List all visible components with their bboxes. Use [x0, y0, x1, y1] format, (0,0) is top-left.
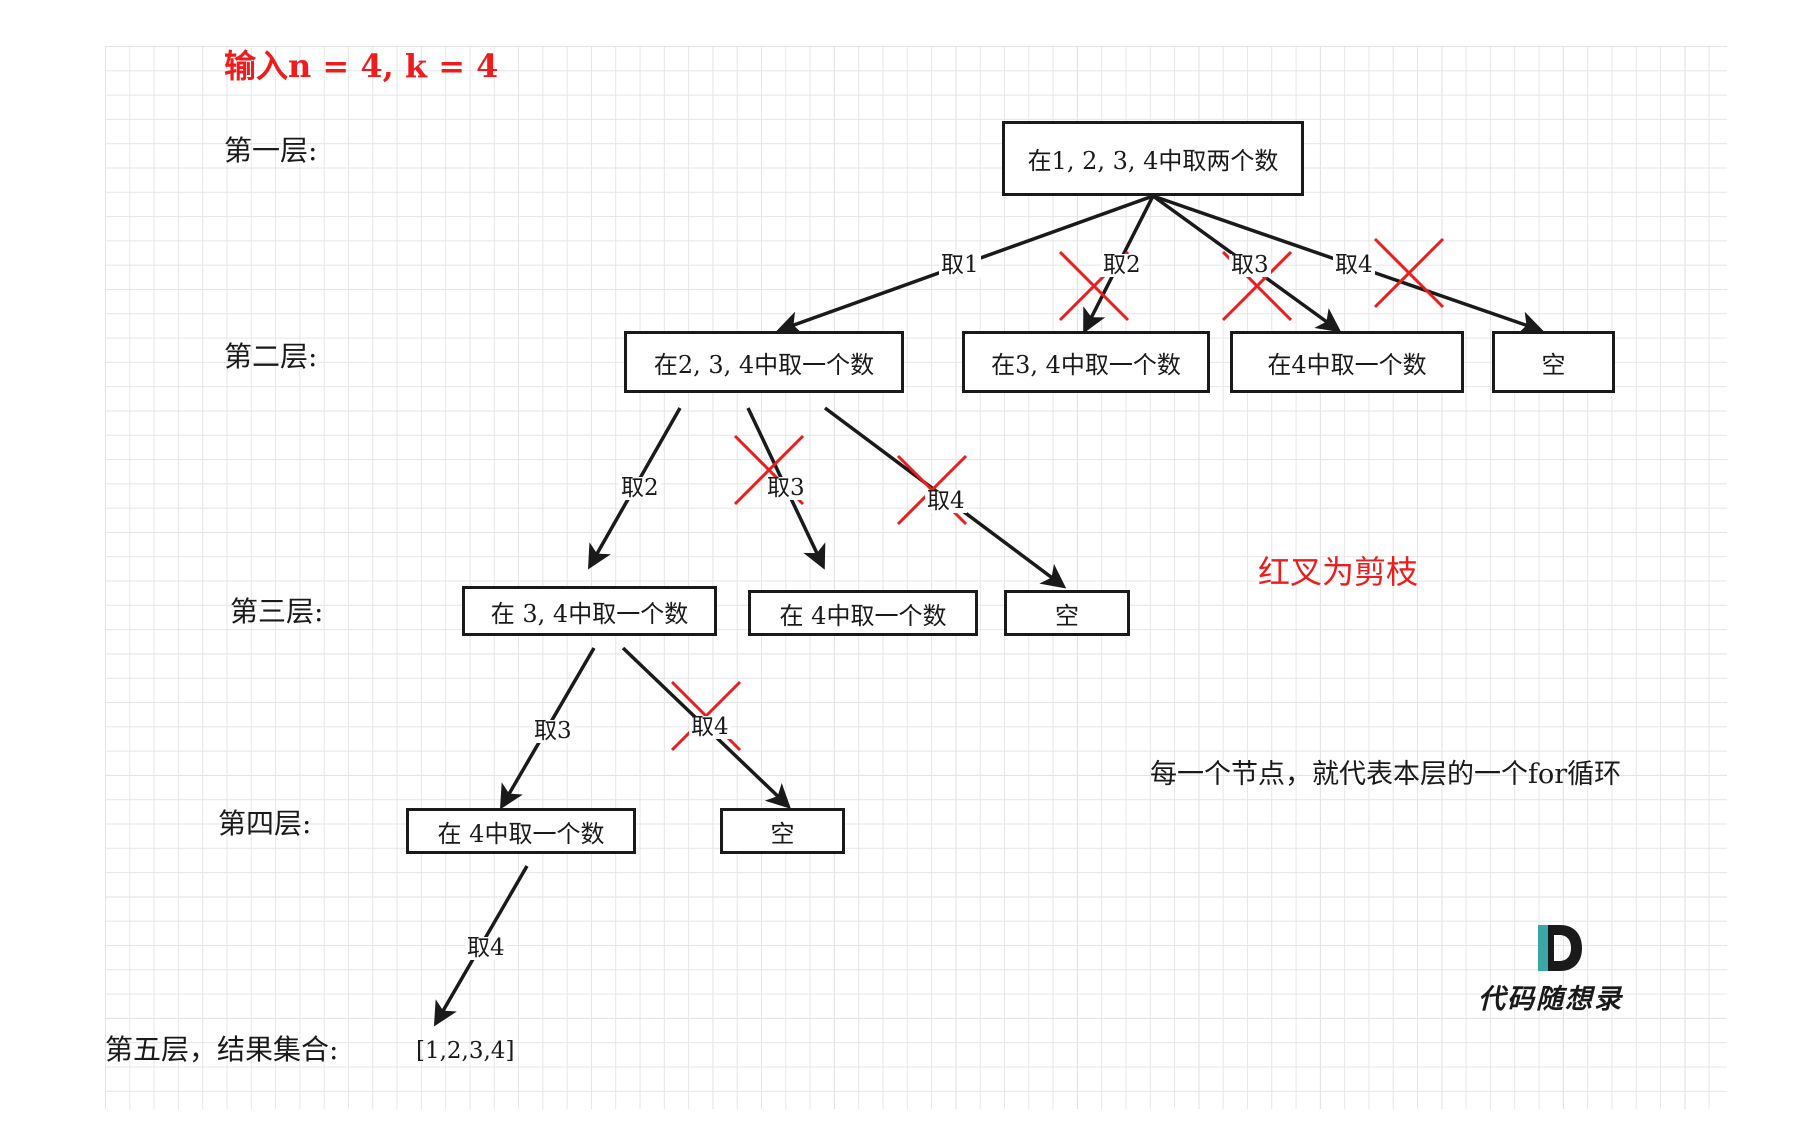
edge-label-l2a-a: 取2	[619, 475, 661, 501]
tree-node-l2-c: 在4中取一个数	[1230, 331, 1464, 393]
level-label-2: 第二层:	[224, 340, 318, 373]
tree-node-l2-a: 在2, 3, 4中取一个数	[624, 331, 904, 393]
edge-label-root-a: 取1	[939, 252, 981, 278]
edge-label-l2a-b: 取3	[765, 475, 807, 501]
edge-label-root-d: 取4	[1333, 252, 1375, 278]
tree-node-l3-a: 在 3, 4中取一个数	[462, 586, 717, 636]
logo-d-icon	[1538, 925, 1582, 971]
tree-node-l2-d: 空	[1492, 331, 1615, 393]
problem-title: 输入n = 4, k = 4	[224, 47, 499, 85]
result-set: [1,2,3,4]	[416, 1038, 515, 1064]
brand-logo: 代码随想录	[1478, 925, 1648, 1015]
edge-label-root-b: 取2	[1101, 252, 1143, 278]
explanation-note: 每一个节点，就代表本层的一个for循环	[1150, 759, 1622, 790]
level-label-5: 第五层，结果集合:	[105, 1033, 339, 1066]
level-label-1: 第一层:	[224, 134, 318, 167]
tree-node-l3-b: 在 4中取一个数	[748, 590, 978, 636]
tree-node-l4-a: 在 4中取一个数	[406, 808, 636, 854]
edge-label-l4a-a: 取4	[465, 935, 507, 961]
tree-node-l2-b: 在3, 4中取一个数	[962, 331, 1210, 393]
tree-node-root: 在1, 2, 3, 4中取两个数	[1002, 121, 1304, 196]
edge-label-l3a-a: 取3	[532, 718, 574, 744]
edge-label-l3a-b: 取4	[689, 714, 731, 740]
logo-text: 代码随想录	[1478, 984, 1623, 1015]
tree-node-l3-c: 空	[1004, 590, 1130, 636]
pruning-note: 红叉为剪枝	[1258, 553, 1419, 591]
level-label-3: 第三层:	[230, 595, 324, 628]
level-label-4: 第四层:	[218, 807, 312, 840]
tree-node-l4-b: 空	[720, 808, 845, 854]
edge-label-root-c: 取3	[1229, 252, 1271, 278]
edge-label-l2a-c: 取4	[925, 488, 967, 514]
